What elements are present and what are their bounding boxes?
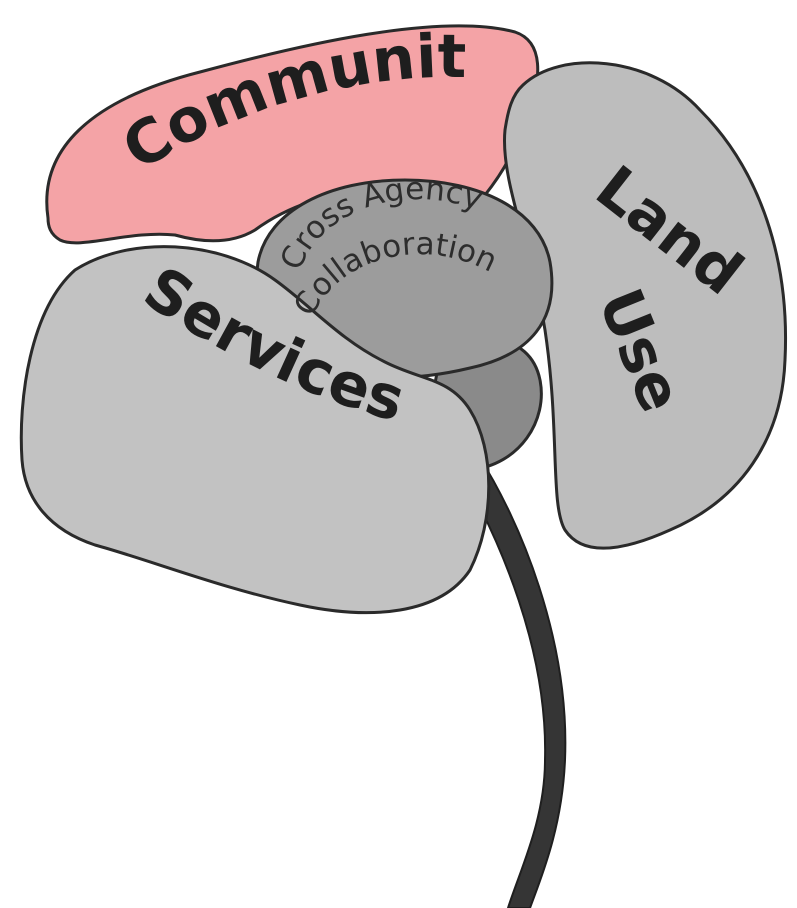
petal-services <box>19 245 491 615</box>
stem <box>458 453 567 908</box>
